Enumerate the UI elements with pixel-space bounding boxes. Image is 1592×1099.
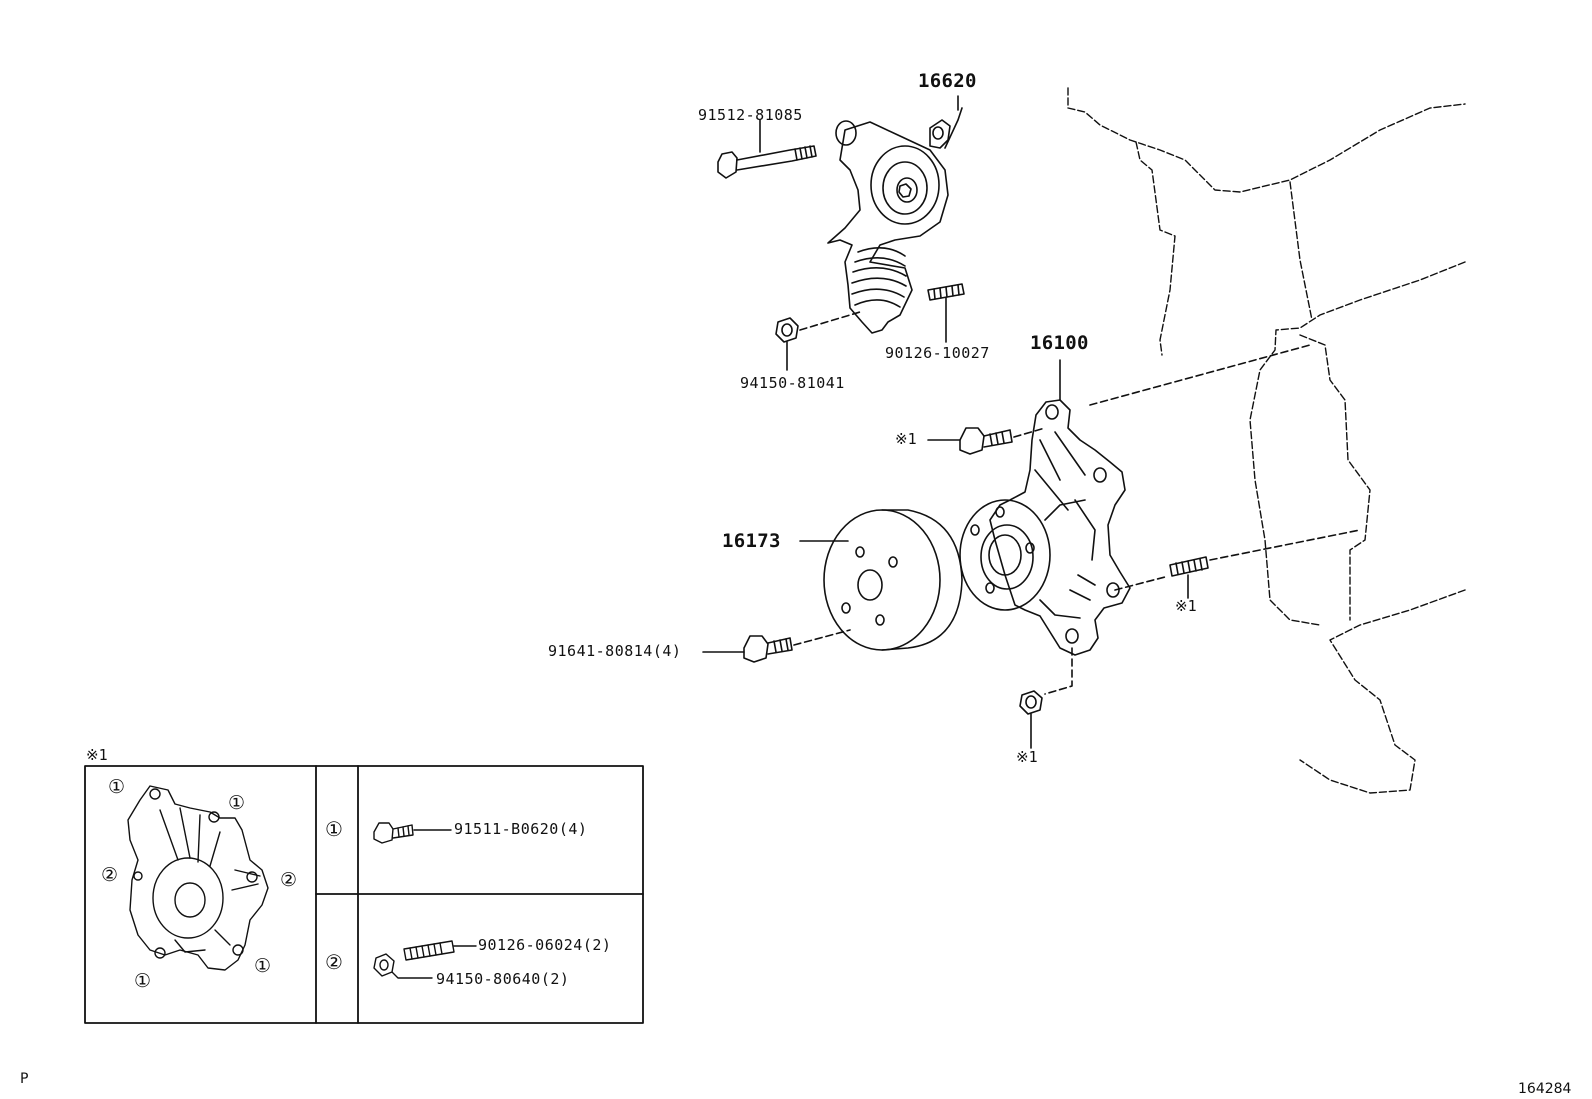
- footer-left-code: P: [20, 1071, 29, 1087]
- inset-part-90126-06024: 90126-06024(2): [478, 936, 612, 954]
- pump-stud-ref1: [1169, 556, 1209, 577]
- ref-mark-pump-bolt: ※1: [895, 430, 917, 448]
- part-label-16620: 16620: [918, 70, 977, 92]
- inset-part-91511-B0620: 91511-B0620(4): [454, 820, 588, 838]
- part-label-94150-81041: 94150-81041: [740, 374, 845, 392]
- ref-mark-pump-stud: ※1: [1175, 597, 1197, 615]
- inset-row1-marker: ①: [325, 817, 343, 841]
- pump-nut-ref1: [1019, 690, 1043, 715]
- ref-mark-pump-nut: ※1: [1016, 748, 1038, 766]
- inset-marker-2a: ②: [101, 864, 119, 886]
- tensioner-bolt: [717, 151, 738, 179]
- inset-row2-marker: ②: [325, 950, 343, 974]
- inset-header-ref: ※1: [86, 746, 108, 764]
- part-label-90126-10027: 90126-10027: [885, 344, 990, 362]
- inset-nut-94150: [373, 953, 395, 977]
- inset-part-94150-80640: 94150-80640(2): [436, 970, 570, 988]
- pulley-bolt: [743, 635, 793, 663]
- part-label-16173: 16173: [722, 530, 781, 552]
- inset-pump-sketch: [127, 785, 269, 971]
- inset-bolt-91511: [373, 822, 414, 844]
- inset-marker-1c: ①: [254, 955, 272, 977]
- inset-stud-90126: [403, 940, 455, 961]
- inset-marker-2b: ②: [280, 869, 298, 891]
- pump-bolt-ref1: [959, 427, 1013, 455]
- inset-table: [84, 765, 644, 1024]
- inset-marker-1a: ①: [108, 776, 126, 798]
- inset-marker-1b: ①: [228, 792, 246, 814]
- inset-marker-1d: ①: [134, 970, 152, 992]
- part-label-91641-80814: 91641-80814(4): [548, 642, 682, 660]
- water-pump-16100: [959, 399, 1131, 656]
- tensioner-stud: [927, 283, 965, 301]
- engine-block-outline: [1067, 87, 1466, 794]
- diagram-id: 164284: [1518, 1081, 1572, 1097]
- tensioner-nut: [775, 317, 799, 343]
- belt-tensioner-16620: [717, 107, 965, 343]
- part-label-16100: 16100: [1030, 332, 1089, 354]
- part-label-91512-81085: 91512-81085: [698, 106, 803, 124]
- water-pump-pulley-16173: [823, 509, 963, 651]
